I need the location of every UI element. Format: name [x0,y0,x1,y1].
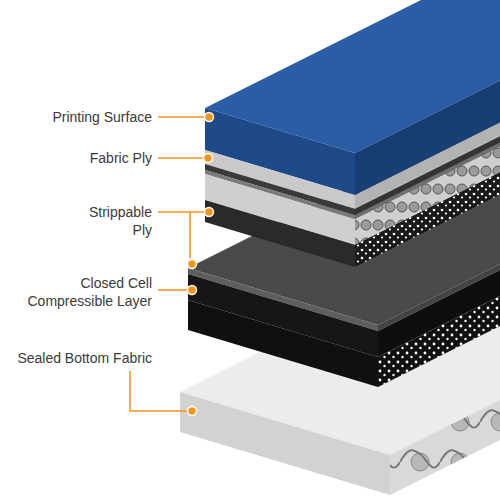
leader-dot [188,286,197,295]
layer-label: Fabric Ply [12,149,152,167]
leader-dot [205,208,214,217]
leader-line [158,157,203,159]
slab-left [205,200,355,267]
leader-line [158,116,204,118]
slab-left [188,300,378,387]
leader-line [189,212,191,258]
leader-dot [188,407,197,416]
leader-dot [204,154,213,163]
leader-dot [188,260,197,269]
slab-left [180,392,390,495]
slab-right [355,95,500,267]
leader-dot [205,113,214,122]
layer-label: Strippable Ply [72,203,152,239]
leader-line [158,289,187,291]
leader-line [130,371,187,411]
top-slab [205,0,500,267]
layer-label: Printing Surface [12,108,152,126]
leader-line [158,211,204,213]
leader-dots [188,113,214,416]
layer-label: Closed Cell Compressible Layer [20,274,152,310]
layer-label: Sealed Bottom Fabric [4,349,152,367]
